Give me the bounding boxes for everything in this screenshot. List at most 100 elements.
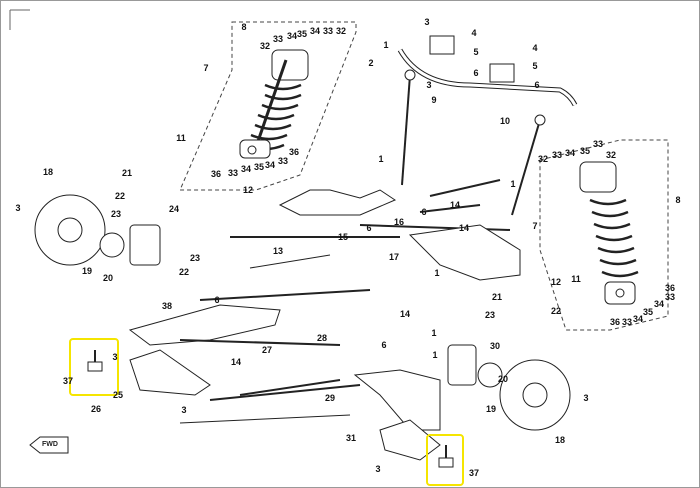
ball-joint-left-37 [87, 350, 103, 372]
callout: 26 [90, 404, 102, 414]
callout: 22 [550, 306, 562, 316]
callout: 35 [642, 307, 654, 317]
callout: 33 [227, 168, 239, 178]
callout: 37 [62, 376, 74, 386]
callout: 11 [571, 274, 581, 284]
callout: 5 [473, 47, 479, 57]
callout: 30 [489, 341, 501, 351]
callout: 21 [491, 292, 503, 302]
callout: 5 [532, 61, 538, 71]
left-shock-callout-box [179, 21, 357, 191]
highlight-ball-joint-left [69, 338, 119, 396]
callout: 12 [242, 185, 254, 195]
callout: 33 [621, 317, 633, 327]
left-skid-plate [129, 349, 211, 396]
callout: 23 [189, 253, 201, 263]
callout: 4 [532, 43, 538, 53]
highlight-ball-joint-right [426, 434, 464, 486]
callout: 33 [277, 156, 289, 166]
callout: 23 [484, 310, 496, 320]
callout: 4 [471, 28, 477, 38]
callout: 3 [112, 352, 118, 362]
callout: 6 [366, 223, 372, 233]
callout: 10 [499, 116, 511, 126]
callout: 1 [378, 154, 384, 164]
callout: 1 [383, 40, 389, 50]
callout: 22 [178, 267, 190, 277]
callout: 12 [550, 277, 562, 287]
left-brake-disc [34, 194, 106, 266]
callout: 34 [286, 31, 298, 41]
callout: 34 [564, 148, 576, 158]
callout: 34 [653, 299, 665, 309]
stabilizer-bar [397, 35, 578, 216]
callout: 7 [532, 221, 538, 231]
callout: 34 [632, 314, 644, 324]
callout: 18 [42, 167, 54, 177]
callout: 34 [264, 160, 276, 170]
callout: 33 [551, 150, 563, 160]
callout: 14 [458, 223, 470, 233]
right-knuckle [447, 344, 503, 388]
callout: 32 [259, 41, 271, 51]
callout: 14 [399, 309, 411, 319]
callout: 29 [324, 393, 336, 403]
callout: 8 [675, 195, 681, 205]
callout: 20 [497, 374, 509, 384]
callout: 3 [181, 405, 187, 415]
callout: 17 [388, 252, 400, 262]
upper-right-a-arm [408, 179, 521, 281]
callout: 37 [468, 468, 480, 478]
ball-joint-right-37 [438, 445, 454, 468]
callout: 33 [592, 139, 604, 149]
callout: 14 [449, 200, 461, 210]
callout: 32 [605, 150, 617, 160]
callout: 6 [214, 295, 220, 305]
callout: 33 [664, 292, 676, 302]
callout: 6 [381, 340, 387, 350]
callout: 36 [288, 147, 300, 157]
callout: 36 [609, 317, 621, 327]
callout: 3 [583, 393, 589, 403]
callout: 14 [230, 357, 242, 367]
callout: 19 [485, 404, 497, 414]
callout: 32 [537, 154, 549, 164]
callout: 2 [368, 58, 374, 68]
callout: 35 [253, 162, 265, 172]
callout: 36 [210, 169, 222, 179]
callout: 21 [121, 168, 133, 178]
corner-bracket [9, 9, 30, 30]
callout: 1 [431, 328, 437, 338]
callout: 11 [176, 133, 186, 143]
callout: 33 [272, 34, 284, 44]
callout: 1 [434, 268, 440, 278]
callout: 36 [664, 283, 676, 293]
right-shock-callout-box [539, 139, 669, 331]
callout: 13 [272, 246, 284, 256]
right-brake-disc [499, 359, 571, 431]
callout: 38 [161, 301, 173, 311]
callout: 18 [554, 435, 566, 445]
callout: 28 [316, 333, 328, 343]
upper-left-a-arm [230, 189, 511, 269]
callout: 32 [335, 26, 347, 36]
lower-right-a-arm [179, 369, 441, 431]
callout: 15 [337, 232, 349, 242]
callout: 3 [15, 203, 21, 213]
callout: 6 [534, 80, 540, 90]
callout: 34 [240, 164, 252, 174]
callout: 3 [426, 80, 432, 90]
callout: 6 [473, 68, 479, 78]
callout: 7 [203, 63, 209, 73]
callout: 23 [110, 209, 122, 219]
callout: 22 [114, 191, 126, 201]
callout: 6 [421, 207, 427, 217]
callout: 8 [241, 22, 247, 32]
fwd-arrow [29, 436, 69, 454]
callout: 24 [168, 204, 180, 214]
callout: 31 [345, 433, 357, 443]
callout: 35 [579, 146, 591, 156]
callout: 1 [510, 179, 516, 189]
callout: 27 [261, 345, 273, 355]
